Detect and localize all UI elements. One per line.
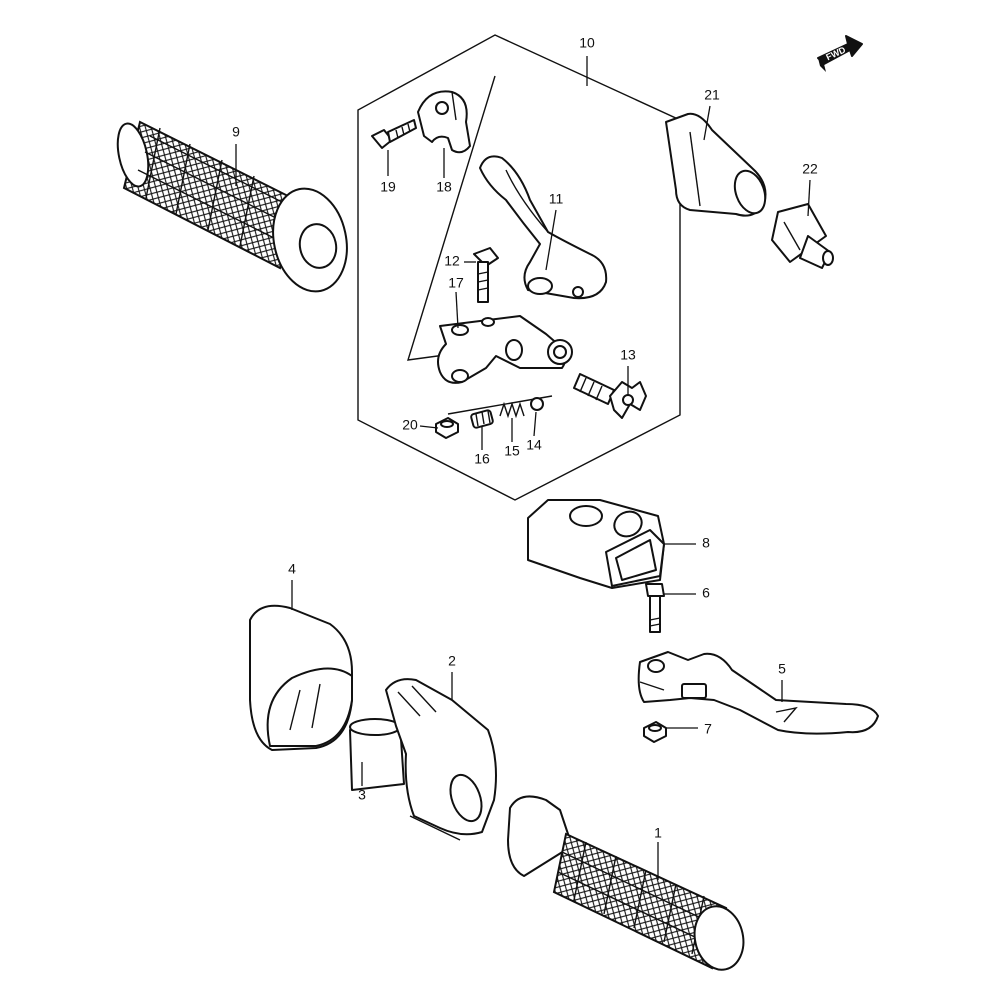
collar <box>349 718 405 791</box>
part-label-13: 13 <box>620 347 636 363</box>
throttle-housing <box>385 678 497 841</box>
cable-adjuster <box>573 373 647 419</box>
part-label-5: 5 <box>778 661 786 677</box>
part-label-1: 1 <box>654 825 662 841</box>
part-label-16: 16 <box>474 451 490 467</box>
detent-pin <box>470 409 494 429</box>
forward-direction-arrow-icon: FWD <box>817 35 863 72</box>
brake-lever <box>637 651 879 735</box>
lever-holder <box>437 315 573 384</box>
part-label-21: 21 <box>704 87 720 103</box>
brake-lever-nut <box>643 721 667 743</box>
part-label-7: 7 <box>704 721 712 737</box>
clamp-bolt <box>371 119 417 149</box>
part-label-14: 14 <box>526 437 542 453</box>
lever-boot <box>527 499 665 589</box>
part-label-22: 22 <box>802 161 818 177</box>
part-label-20: 20 <box>402 417 418 433</box>
part-label-8: 8 <box>702 535 710 551</box>
part-label-2: 2 <box>448 653 456 669</box>
part-label-11: 11 <box>549 191 564 207</box>
left-grip <box>116 120 348 293</box>
part-label-9: 9 <box>232 124 240 140</box>
part-label-12: 12 <box>444 253 460 269</box>
detent-ball <box>530 397 544 411</box>
clutch-lever <box>479 155 608 300</box>
part-label-19: 19 <box>380 179 396 195</box>
part-label-17: 17 <box>448 275 464 291</box>
lever-clamp <box>417 90 471 154</box>
part-label-3: 3 <box>358 787 366 803</box>
detent-spring <box>499 401 525 419</box>
cable-joint <box>771 203 834 269</box>
part-label-18: 18 <box>436 179 452 195</box>
pivot-bolt <box>473 247 499 303</box>
throttle-housing-cover <box>249 604 353 751</box>
part-number-labels: 1 2 3 4 5 6 7 8 9 10 11 12 13 14 15 16 1… <box>232 35 818 841</box>
throttle-cover <box>665 112 767 217</box>
part-label-10: 10 <box>579 35 595 51</box>
part-label-15: 15 <box>504 443 520 459</box>
lever-nut <box>435 417 459 439</box>
part-label-6: 6 <box>702 585 710 601</box>
leader-lines <box>235 56 811 880</box>
part-label-4: 4 <box>288 561 296 577</box>
throttle-grip <box>507 795 745 971</box>
brake-pivot-bolt <box>645 583 665 633</box>
